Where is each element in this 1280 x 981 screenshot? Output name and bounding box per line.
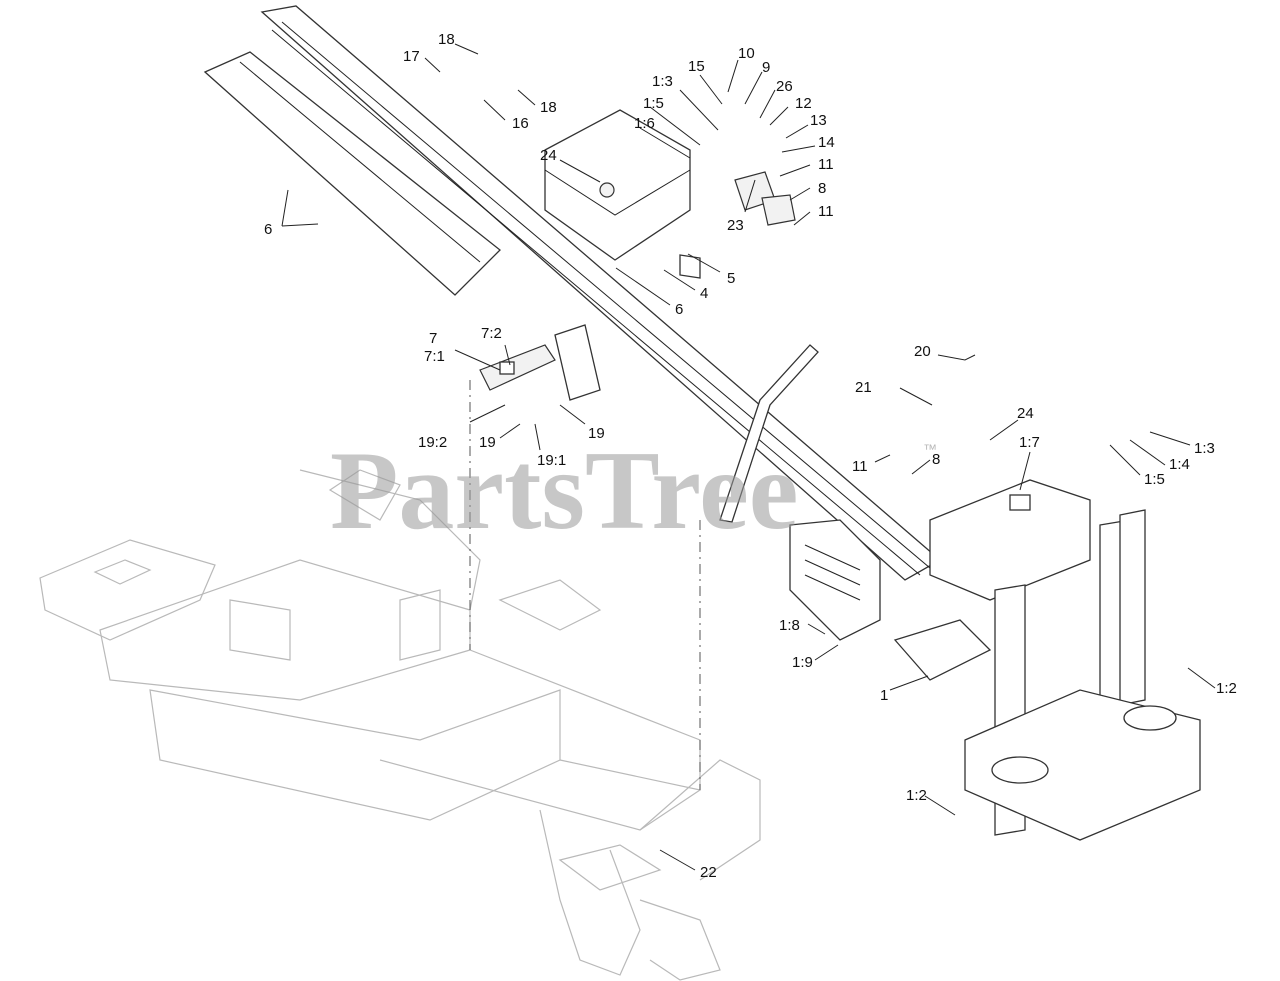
callout-22: 22	[700, 864, 717, 881]
callout-7: 7	[429, 330, 437, 347]
callout-1-6: 1:6	[634, 115, 655, 132]
callout-24: 24	[1017, 405, 1034, 422]
callout-1-9: 1:9	[792, 654, 813, 671]
parts-tree-watermark: PartsTree ™	[330, 429, 937, 553]
callout-labels: 18 17 18 16 6 24 1:3 1:5 1:6 15 10 9 26 …	[264, 31, 1237, 881]
cylinder	[479, 324, 601, 401]
callout-1-2: 1:2	[1216, 680, 1237, 697]
callout-16: 16	[512, 115, 529, 132]
callout-1: 1	[880, 687, 888, 704]
chassis-frame	[39, 469, 761, 981]
callout-6: 6	[675, 301, 683, 318]
callout-1-7: 1:7	[1019, 434, 1040, 451]
upper-bracket	[544, 109, 796, 279]
callout-1-5: 1:5	[643, 95, 664, 112]
callout-19: 19	[479, 434, 496, 451]
callout-26: 26	[776, 78, 793, 95]
callout-18: 18	[540, 99, 557, 116]
callout-7-2: 7:2	[481, 325, 502, 342]
callout-8: 8	[818, 180, 826, 197]
callout-1-2: 1:2	[906, 787, 927, 804]
callout-8: 8	[932, 451, 940, 468]
callout-13: 13	[810, 112, 827, 129]
svg-text:PartsTree: PartsTree	[330, 429, 799, 553]
callout-1-8: 1:8	[779, 617, 800, 634]
callout-23: 23	[727, 217, 744, 234]
callout-1-3: 1:3	[1194, 440, 1215, 457]
callout-24: 24	[540, 147, 557, 164]
alignment-lines	[469, 380, 701, 790]
callout-7-1: 7:1	[424, 348, 445, 365]
callout-11: 11	[852, 458, 868, 475]
callout-9: 9	[762, 59, 770, 76]
leader-lines	[281, 43, 1216, 871]
callout-20: 20	[914, 343, 931, 360]
callout-6: 6	[264, 221, 272, 238]
column-assembly	[893, 479, 1201, 841]
callout-14: 14	[818, 134, 835, 151]
callout-18: 18	[438, 31, 455, 48]
callout-19: 19	[588, 425, 605, 442]
handle-bar	[719, 344, 881, 641]
callout-17: 17	[403, 48, 420, 65]
callout-5: 5	[727, 270, 735, 287]
cover-panel	[203, 51, 501, 296]
callout-15: 15	[688, 58, 705, 75]
callout-1-5: 1:5	[1144, 471, 1165, 488]
callout-4: 4	[700, 285, 708, 302]
callout-19-2: 19:2	[418, 434, 447, 451]
callout-1-3: 1:3	[652, 73, 673, 90]
callout-19-1: 19:1	[537, 452, 566, 469]
svg-text:™: ™	[923, 441, 937, 457]
callout-11: 11	[818, 156, 834, 173]
callout-10: 10	[738, 45, 755, 62]
callout-21: 21	[855, 379, 872, 396]
callout-12: 12	[795, 95, 812, 112]
callout-1-4: 1:4	[1169, 456, 1190, 473]
callout-11: 11	[818, 203, 834, 220]
